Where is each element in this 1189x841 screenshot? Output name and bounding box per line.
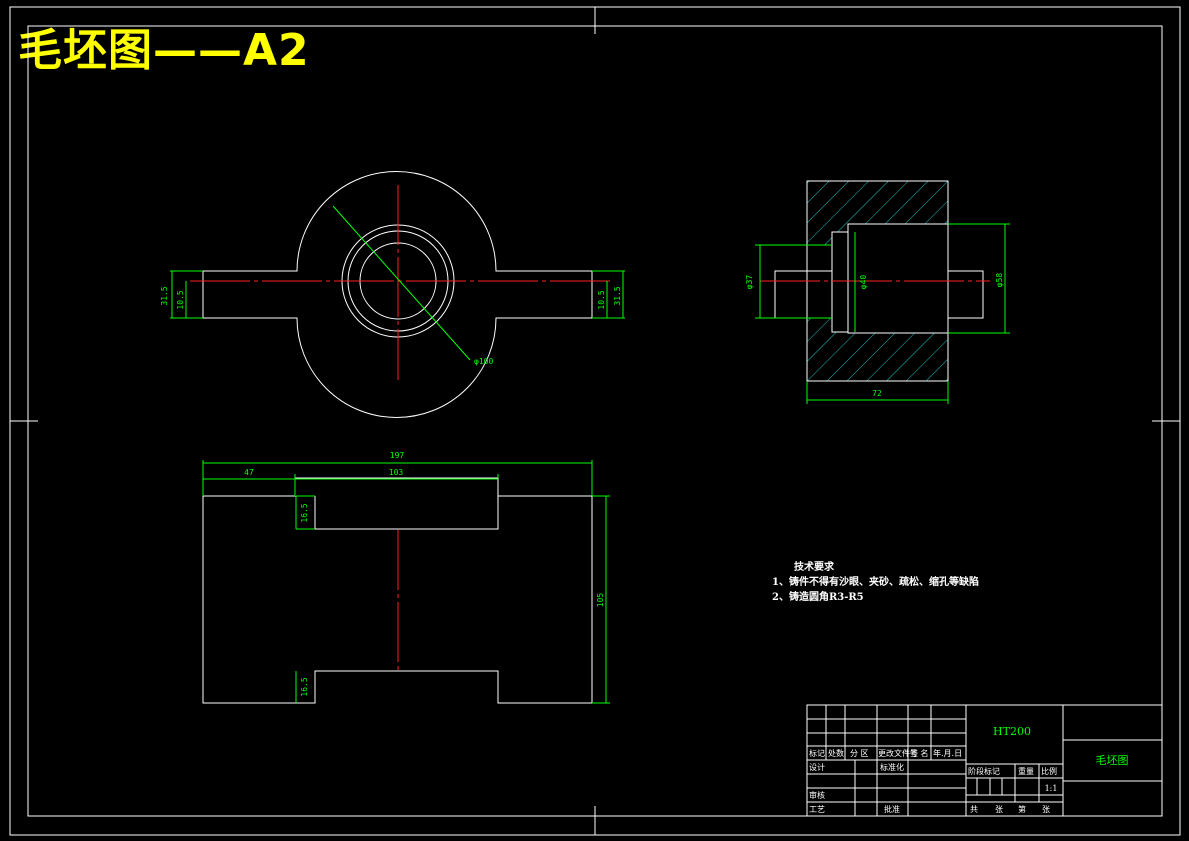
label-mark: 标记 [809,748,825,758]
dim-16-5-top: 16.5 [300,503,309,522]
top-view-centerlines [190,185,610,380]
material-text: HT200 [993,725,1031,738]
title-block-text: HT200 毛坯图 1:1 标记 处数 分 区 更改文件号 签 名 年.月.日 … [809,725,1129,814]
technical-requirements: 技术要求 1、铸件不得有沙眼、夹砂、疏松、缩孔等缺陷 2、铸造圆角R3-R5 [772,560,979,605]
dim-31-5-left: 31.5 [160,286,169,305]
outer-border [9,6,1181,836]
front-slot [314,496,499,530]
dim-phi40: φ40 [859,275,868,290]
dim-phi100: φ100 [474,357,493,366]
label-sheet: 张 [995,805,1003,814]
label-sheet-end: 张 [1042,805,1050,814]
dim-31-5-right: 31.5 [613,286,622,305]
dim-197: 197 [390,451,405,460]
label-ratio: 比例 [1041,766,1057,776]
label-review: 审核 [809,790,825,800]
sheet-title: 毛坯图——A2 [18,25,310,76]
dia-leader-line [332,205,471,361]
dim-phi37: φ37 [745,275,754,290]
label-process: 工艺 [809,805,825,814]
sheet-frame [9,6,1181,836]
dim-47: 47 [244,468,254,477]
label-standardization: 标准化 [880,762,904,772]
dim-105: 105 [596,593,605,608]
dim-10-5-right: 10.5 [597,290,606,309]
right-boss [947,270,984,319]
left-boss [774,270,833,319]
dim-103: 103 [389,468,404,477]
label-change-doc: 更改文件号 [878,748,918,758]
tech-req-item-1: 1、铸件不得有沙眼、夹砂、疏松、缩孔等缺陷 [772,577,979,588]
label-stage-mark: 阶段标记 [968,766,1000,776]
title-block [806,704,1163,817]
tech-req-item-2: 2、铸造圆角R3-R5 [772,592,864,603]
label-zone: 分 区 [850,749,869,758]
front-view-dims [202,460,610,704]
scale-text: 1:1 [1045,784,1058,793]
label-signature: 签 名 [910,748,929,758]
section-view: φ37 φ40 φ58 72 [745,180,1010,404]
dim-72: 72 [872,389,882,398]
section-hatch [807,181,948,381]
label-sheet-no: 第 [1018,804,1026,814]
label-count: 处数 [828,748,844,758]
inner-frame [27,25,1163,817]
label-date: 年.月.日 [933,748,962,758]
label-weight: 重量 [1018,766,1034,776]
label-approve: 批准 [884,804,900,814]
section-step [831,231,849,333]
dim-10-5-left: 10.5 [176,290,185,309]
dim-16-5-bottom: 16.5 [300,677,309,696]
top-view-dims [170,205,625,361]
label-design: 设计 [809,762,825,772]
drawing-name: 毛坯图 [1096,754,1129,767]
label-sheets-total: 共 [970,805,978,814]
dim-phi58: φ58 [995,273,1004,288]
tech-req-heading: 技术要求 [794,562,834,573]
